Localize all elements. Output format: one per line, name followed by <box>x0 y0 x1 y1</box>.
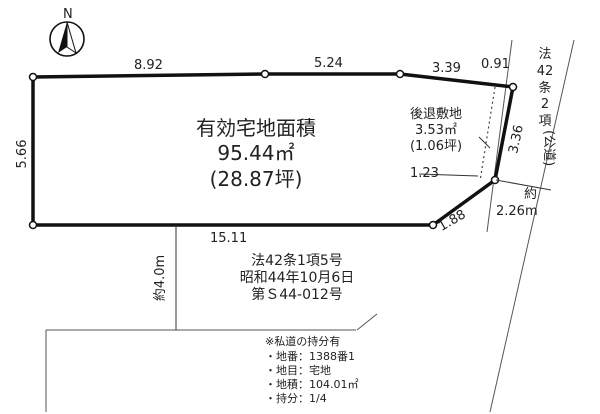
corner-marker <box>28 72 38 82</box>
dim-road-approx: 約 <box>524 187 537 202</box>
dimension-labels: 8.92 5.24 3.39 0.91 5.66 15.11 1.88 1.23… <box>15 56 538 301</box>
dim-top-mid: 5.24 <box>314 56 343 71</box>
public-road-char: 項 <box>538 114 551 129</box>
public-road-char: 条 <box>538 80 551 96</box>
setback-tsubo: (1.06坪) <box>410 139 462 154</box>
setback-area-leader <box>478 136 491 149</box>
corner-marker <box>508 82 518 92</box>
dim-right-side: 3.36 <box>506 124 527 155</box>
corner-marker <box>428 220 438 230</box>
road-lines <box>45 39 575 413</box>
ownership-item: ・地積：104.01㎡ <box>265 377 359 391</box>
public-road-char: 2 <box>541 97 549 112</box>
ownership-item: ・地番：1388番1 <box>265 350 355 363</box>
private-road-line3: 第Ｓ44-012号 <box>251 286 343 303</box>
north-compass: N <box>49 7 85 57</box>
setback-line <box>479 86 496 182</box>
lot-area-block: 有効宅地面積 95.44㎡ (28.87坪) <box>196 116 316 191</box>
north-label: N <box>63 7 73 22</box>
private-road-info: 法42条1項5号 昭和44年10月6日 第Ｓ44-012号 <box>240 252 355 303</box>
private-road-line2: 昭和44年10月6日 <box>240 270 355 286</box>
public-road-char: (公道) <box>541 130 556 166</box>
setback-sqm: 3.53㎡ <box>415 123 457 138</box>
area-tsubo: (28.87坪) <box>210 167 303 191</box>
public-road-char: 法 <box>538 47 551 62</box>
private-road-leader <box>356 313 378 331</box>
setback-label: 後退敷地 <box>410 107 462 122</box>
public-road-edge-left <box>486 39 513 233</box>
compass-arrow-light <box>66 21 77 55</box>
corner-marker <box>395 69 405 79</box>
dimension-leaders <box>175 136 552 330</box>
ownership-note: ※私道の持分有 ・地番：1388番1 ・地目：宅地 ・地積：104.01㎡ ・持… <box>265 334 359 405</box>
ownership-title: ※私道の持分有 <box>265 334 340 348</box>
inner-setback-leader <box>418 173 479 177</box>
lot-boundary <box>31 72 515 227</box>
public-road-char: 42 <box>537 64 554 79</box>
ownership-item: ・持分：1/4 <box>265 391 327 405</box>
public-road-edge-right <box>489 39 575 413</box>
lot-outline <box>28 69 518 230</box>
dim-road-width: 2.26m <box>496 204 538 219</box>
corner-marker <box>260 69 270 79</box>
dim-left: 5.66 <box>15 140 30 169</box>
dim-top-left: 8.92 <box>134 58 163 73</box>
ownership-item: ・地目：宅地 <box>265 363 331 377</box>
dim-inner-setback: 1.23 <box>410 166 439 181</box>
compass-arrow-dark <box>58 22 67 53</box>
corner-marker <box>28 220 38 230</box>
public-road-label: 法 42 条 2 項 (公道) <box>537 47 556 166</box>
area-sqm: 95.44㎡ <box>217 141 294 165</box>
area-label: 有効宅地面積 <box>196 116 316 140</box>
private-road-line1: 法42条1項5号 <box>251 252 343 269</box>
dim-top-right: 3.39 <box>432 61 461 76</box>
dim-bottom: 15.11 <box>210 231 247 246</box>
dim-access-width: 約4.0m <box>153 255 168 301</box>
dim-top-setback: 0.91 <box>481 57 510 72</box>
setback-area-block: 後退敷地 3.53㎡ (1.06坪) <box>410 107 462 154</box>
dim-corner-diag: 1.88 <box>436 207 469 234</box>
road-width-line <box>495 179 552 191</box>
